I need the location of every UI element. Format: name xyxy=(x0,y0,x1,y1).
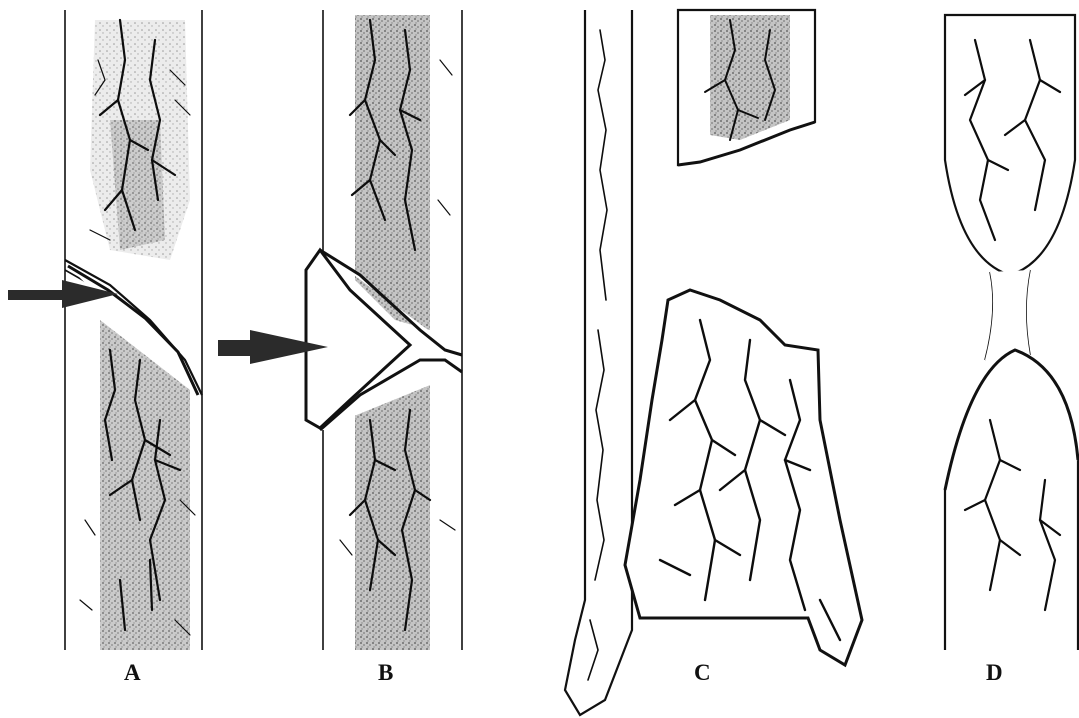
panel-c xyxy=(565,10,862,715)
lower-fragment-c xyxy=(625,290,862,665)
panel-a xyxy=(8,10,202,650)
panel-label-d: D xyxy=(986,660,1003,686)
marrow-lower-b xyxy=(355,370,430,650)
panel-label-b: B xyxy=(378,660,393,686)
panel-d xyxy=(945,15,1078,650)
upper-bulb-d xyxy=(945,15,1075,275)
panel-b xyxy=(218,10,462,650)
long-fragment-c xyxy=(565,10,632,715)
panel-label-c: C xyxy=(694,660,711,686)
panel-label-a: A xyxy=(124,660,141,686)
